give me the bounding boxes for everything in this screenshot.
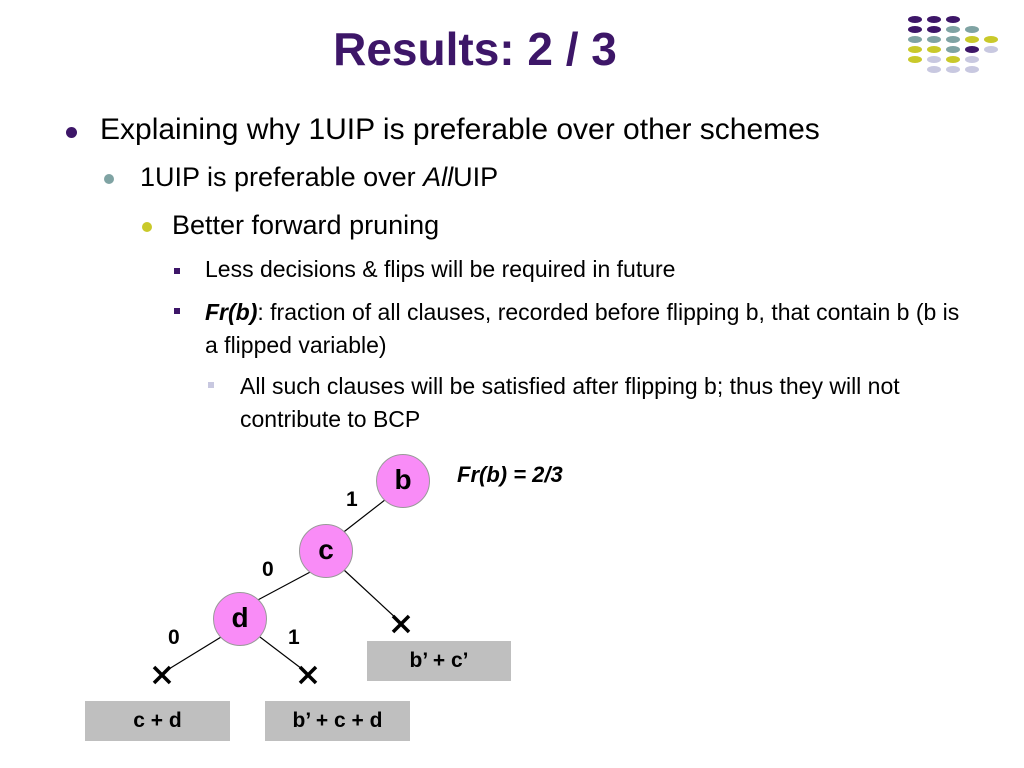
- decorative-dot: [965, 26, 979, 33]
- edge-label-d-right: 1: [288, 626, 300, 649]
- edge-c-d: [253, 569, 315, 603]
- clause-box-d-right: b’ + c + d: [265, 701, 410, 741]
- bullet-dot-icon: [142, 222, 152, 232]
- decorative-dot: [927, 66, 941, 73]
- decorative-dot: [965, 66, 979, 73]
- bullet-level2-suffix: UIP: [453, 162, 499, 192]
- conflict-cross-icon: [391, 614, 411, 634]
- bullet-level2-italic: All: [423, 162, 454, 192]
- bullet-square-icon: [208, 382, 214, 388]
- decorative-dot: [946, 46, 960, 53]
- edge-d-right: [255, 633, 307, 673]
- clause-box-c-right: b’ + c’: [367, 641, 511, 681]
- decorative-dot: [946, 36, 960, 43]
- bullet-level4a: Less decisions & flips will be required …: [205, 256, 676, 282]
- decorative-dot: [984, 46, 998, 53]
- bullet-level3: Better forward pruning: [172, 210, 440, 240]
- decorative-dot: [927, 36, 941, 43]
- bullet-square-icon: [174, 268, 180, 274]
- decorative-dot: [908, 56, 922, 63]
- decorative-dot: [946, 26, 960, 33]
- decorative-dot: [965, 46, 979, 53]
- node-d: d: [213, 592, 267, 646]
- node-c: c: [299, 524, 353, 578]
- decorative-dot: [908, 16, 922, 23]
- bullet-square-icon: [174, 308, 180, 314]
- edge-label-c-d: 0: [262, 558, 274, 581]
- edge-d-left: [163, 633, 227, 673]
- bullet-dot-icon: [66, 127, 77, 138]
- decorative-dot: [908, 36, 922, 43]
- conflict-cross-icon: [152, 665, 172, 685]
- node-b: b: [376, 454, 430, 508]
- bullet-level2: 1UIP is preferable over AllUIP: [140, 162, 498, 193]
- decorative-dot: [965, 56, 979, 63]
- decorative-dot: [946, 66, 960, 73]
- edge-c-right: [343, 569, 399, 621]
- decorative-dot: [946, 56, 960, 63]
- decorative-dot: [984, 36, 998, 43]
- bullet-level2-prefix: 1UIP is preferable over: [140, 162, 424, 192]
- fr-b-term: Fr(b): [205, 299, 258, 325]
- decorative-dot: [946, 16, 960, 23]
- decorative-dot: [908, 46, 922, 53]
- decorative-dot: [927, 56, 941, 63]
- decorative-dot: [927, 16, 941, 23]
- bullet-level4b: Fr(b): fraction of all clauses, recorded…: [205, 296, 975, 362]
- fr-b-definition: : fraction of all clauses, recorded befo…: [205, 299, 960, 358]
- edge-label-b-c: 1: [346, 488, 358, 511]
- edge-label-d-left: 0: [168, 626, 180, 649]
- decorative-dot: [908, 26, 922, 33]
- fraction-label: Fr(b) = 2/3: [457, 462, 563, 487]
- slide-title: Results: 2 / 3: [333, 23, 617, 75]
- clause-box-d-left: c + d: [85, 701, 230, 741]
- bullet-level1: Explaining why 1UIP is preferable over o…: [100, 113, 820, 146]
- conflict-cross-icon: [298, 665, 318, 685]
- bullet-dot-icon: [104, 174, 114, 184]
- decorative-dot: [965, 36, 979, 43]
- decorative-dot: [927, 26, 941, 33]
- decorative-dot: [927, 46, 941, 53]
- bullet-level5: All such clauses will be satisfied after…: [240, 373, 900, 432]
